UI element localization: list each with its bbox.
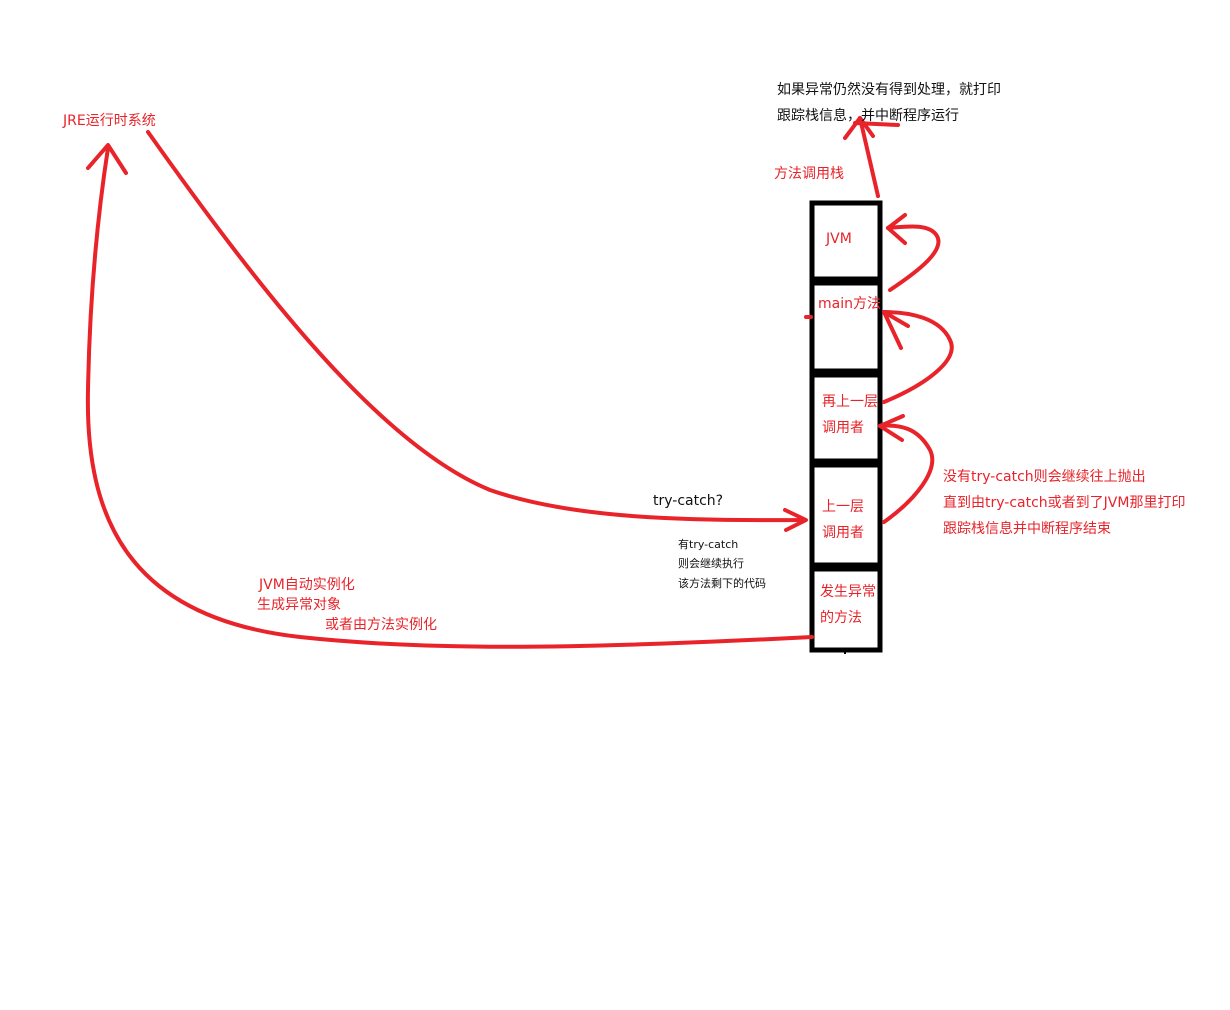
stack-frame-main-label: main方法	[818, 296, 881, 312]
arrow-jre-to-trycatch	[146, 130, 807, 523]
arrow-caller1-to-caller2	[878, 423, 935, 524]
arrow-to-jre	[85, 146, 814, 649]
arrow-jre-to-trycatch-head	[783, 508, 808, 532]
stack-title: 方法调用栈	[774, 166, 844, 182]
propagation-note-line1: 没有try-catch则会继续往上抛出	[943, 469, 1146, 485]
try-catch-question: try-catch?	[653, 493, 724, 509]
arrow-caller1-to-caller2-head	[878, 414, 905, 442]
stack-frame-origin-line1: 发生异常	[820, 584, 876, 600]
instantiation-note-line2: 生成异常对象	[257, 597, 341, 613]
stack-frame-jvm-label: JVM	[826, 231, 852, 247]
stack-frame-caller1-box	[809, 462, 883, 568]
instantiation-note-line3: 或者由方法实例化	[325, 617, 437, 633]
stack-frame-caller2-line2: 调用者	[822, 420, 864, 436]
try-catch-note-line2: 则会继续执行	[678, 557, 744, 570]
top-note-line2: 跟踪栈信息，并中断程序运行	[777, 108, 959, 124]
arrows	[85, 116, 954, 649]
stack-frame-origin-line2: 的方法	[820, 610, 862, 626]
top-note-line1: 如果异常仍然没有得到处理，就打印	[777, 82, 1001, 98]
instantiation-note-line1: JVM自动实例化	[259, 577, 355, 593]
stack-frame-caller2-line1: 再上一层	[822, 394, 878, 410]
propagation-note-line2: 直到由try-catch或者到了JVM那里打印	[943, 495, 1186, 511]
stack-frame-main-box	[809, 280, 883, 374]
stack-frame-jvm-box	[809, 200, 883, 282]
try-catch-note-line3: 该方法剩下的代码	[678, 577, 766, 590]
arrow-jvm-to-note	[858, 116, 880, 198]
arrow-main-to-jvm	[886, 224, 941, 292]
note-underline	[853, 121, 900, 127]
try-catch-note-line1: 有try-catch	[678, 538, 739, 551]
arrow-caller2-to-main	[882, 310, 954, 404]
arrow-caller2-to-main-head	[882, 310, 910, 350]
call-stack	[809, 200, 883, 653]
arrow-main-to-jvm-head	[886, 213, 907, 245]
stack-frame-caller1-line2: 调用者	[822, 525, 864, 541]
stack-frame-caller1-line1: 上一层	[822, 499, 864, 515]
arrow-jvm-to-note-head	[843, 116, 875, 140]
stack-frame-caller2-box	[809, 372, 883, 464]
arrow-to-jre-head	[86, 143, 128, 175]
jre-runtime-label: JRE运行时系统	[63, 113, 156, 129]
propagation-note-line3: 跟踪栈信息并中断程序结束	[943, 521, 1111, 537]
